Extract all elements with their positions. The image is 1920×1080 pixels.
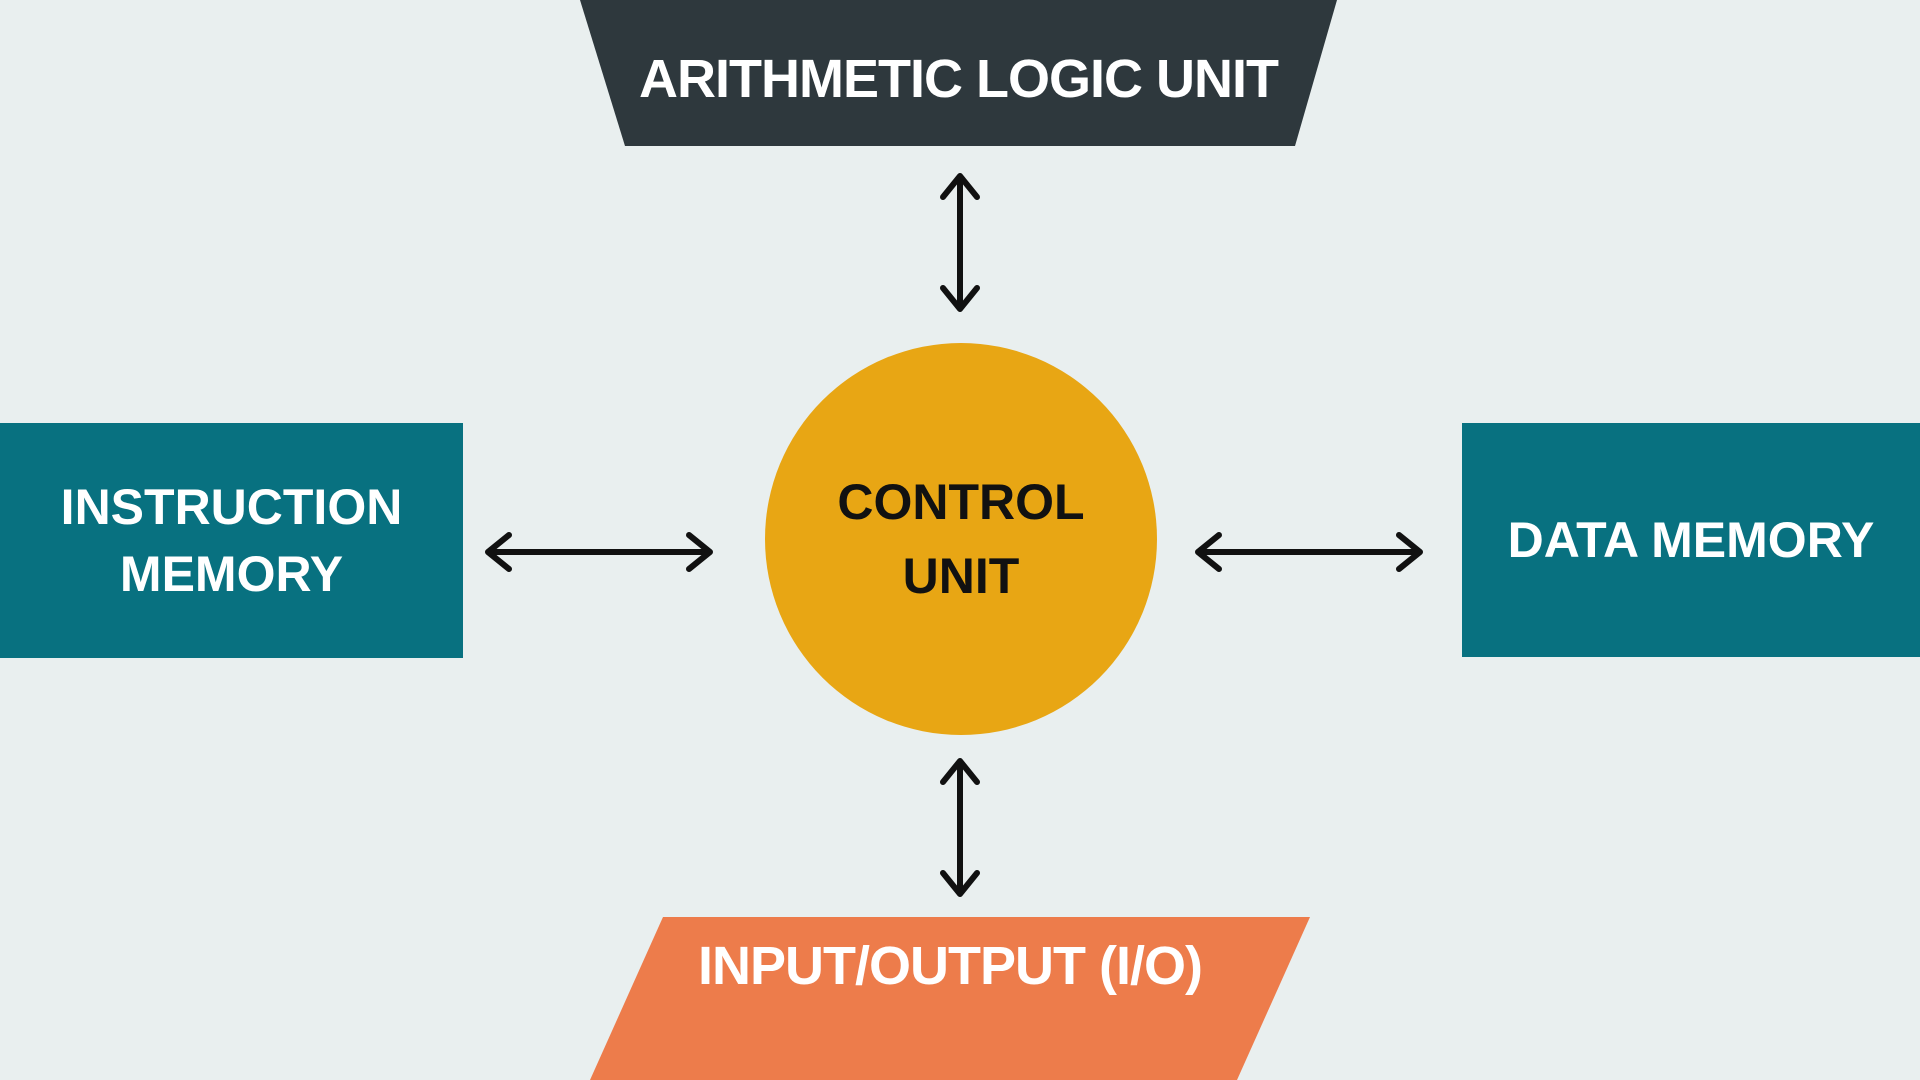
control-unit-label: CONTROL UNIT <box>837 465 1084 613</box>
control-unit-label-line1: CONTROL <box>837 474 1085 530</box>
alu-label: ARITHMETIC LOGIC UNIT <box>639 49 1279 109</box>
arrow-control-to-instruction-memory-icon <box>485 532 713 572</box>
node-data-memory: DATA MEMORY <box>1462 423 1920 657</box>
instruction-memory-label-line1: INSTRUCTION <box>60 478 403 535</box>
data-memory-label: DATA MEMORY <box>1507 512 1875 568</box>
io-label: INPUT/OUTPUT (I/O) <box>698 936 1203 996</box>
arrow-control-to-data-memory-icon <box>1195 532 1423 572</box>
control-unit-label-line2: UNIT <box>902 548 1020 604</box>
instruction-memory-label-line2: MEMORY <box>119 545 344 602</box>
arrow-control-to-io-icon <box>940 758 980 897</box>
node-arithmetic-logic-unit: ARITHMETIC LOGIC UNIT <box>580 0 1337 146</box>
arrow-control-to-alu-icon <box>940 173 980 312</box>
node-control-unit: CONTROL UNIT <box>765 343 1157 735</box>
node-instruction-memory: INSTRUCTION MEMORY <box>0 423 463 658</box>
instruction-memory-label: INSTRUCTION MEMORY <box>61 474 403 608</box>
node-input-output: INPUT/OUTPUT (I/O) <box>590 917 1310 1080</box>
